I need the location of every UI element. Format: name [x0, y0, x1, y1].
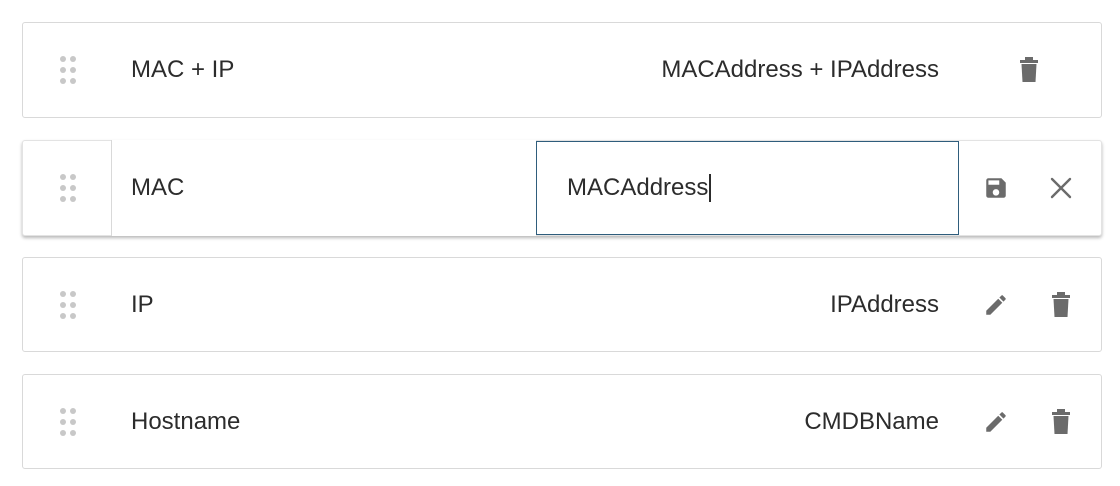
mapping-row-editing: MAC MACAddress: [22, 140, 1102, 236]
pencil-icon: [986, 411, 1006, 432]
delete-button[interactable]: [1011, 52, 1047, 88]
row-value: IPAddress: [830, 290, 939, 318]
row-value: MACAddress + IPAddress: [661, 56, 939, 83]
name-cell: MAC: [111, 140, 536, 236]
pencil-icon: [986, 294, 1006, 315]
text-caret: [709, 174, 712, 202]
row-name: IP: [131, 290, 154, 318]
trash-icon: [1052, 408, 1070, 434]
save-icon: [986, 178, 1006, 198]
drag-handle-icon[interactable]: [59, 407, 77, 437]
trash-icon: [1052, 291, 1070, 317]
row-value: CMDBName: [804, 407, 939, 435]
delete-button[interactable]: [1043, 404, 1079, 440]
trash-icon: [1020, 57, 1038, 82]
drag-handle-icon[interactable]: [59, 55, 77, 85]
mapping-row: Hostname CMDBName: [22, 374, 1102, 469]
delete-button[interactable]: [1043, 287, 1079, 323]
row-name: MAC + IP: [131, 56, 235, 83]
value-input[interactable]: MACAddress: [536, 141, 959, 235]
drag-handle-icon[interactable]: [59, 173, 77, 203]
mapping-row: IP IPAddress: [22, 257, 1102, 352]
cancel-button[interactable]: [1043, 170, 1079, 206]
value-input-text: MACAddress: [567, 174, 709, 201]
drag-handle-icon[interactable]: [59, 290, 77, 320]
row-name: Hostname: [131, 407, 241, 435]
mapping-row: MAC + IP MACAddress + IPAddress: [22, 22, 1102, 118]
close-icon: [1050, 177, 1072, 199]
edit-button[interactable]: [978, 287, 1014, 323]
save-button[interactable]: [978, 170, 1014, 206]
edit-button[interactable]: [978, 404, 1014, 440]
row-name: MAC: [131, 174, 185, 201]
